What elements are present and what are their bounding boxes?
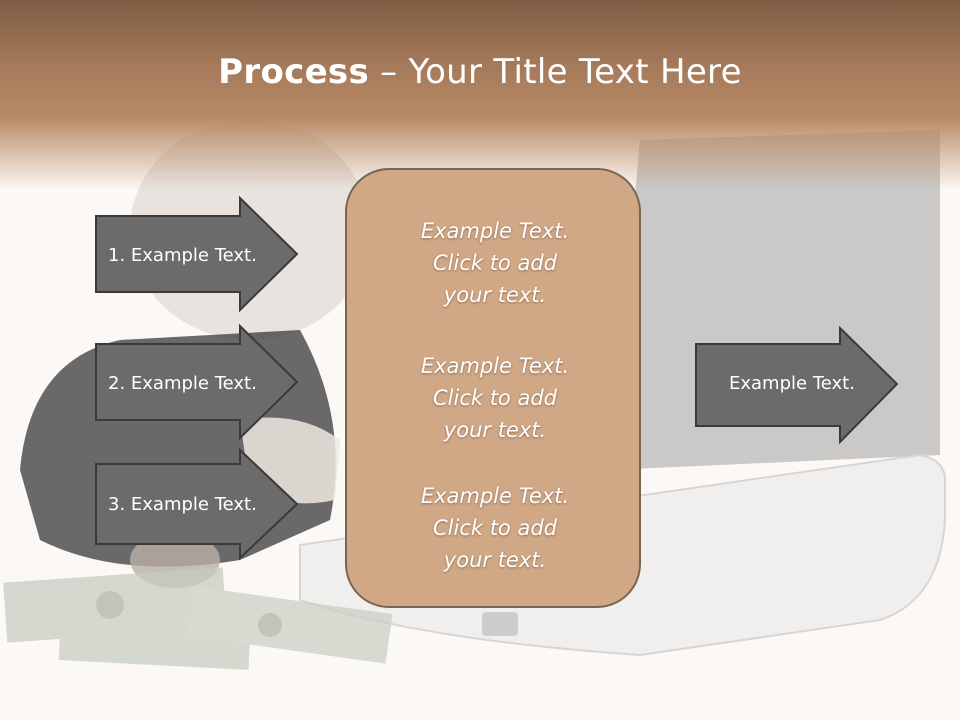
left-arrow-2-label: 2. Example Text. <box>108 373 257 394</box>
left-arrow-3[interactable] <box>94 448 300 564</box>
slide-title: Process – Your Title Text Here <box>0 52 960 92</box>
left-arrow-3-label: 3. Example Text. <box>108 494 257 515</box>
title-bold: Process <box>218 52 370 92</box>
title-banner <box>0 0 960 190</box>
center-item-2-line1: Example Text. <box>420 354 570 378</box>
laptop-port <box>482 612 518 636</box>
center-item-2-line2: Click to add <box>432 386 557 410</box>
left-arrow-2[interactable] <box>94 324 300 440</box>
center-text-box[interactable]: Example Text. Click to add your text. Ex… <box>345 168 641 608</box>
center-item-2[interactable]: Example Text. Click to add your text. <box>347 350 643 446</box>
center-item-1-line2: Click to add <box>432 251 557 275</box>
center-item-1[interactable]: Example Text. Click to add your text. <box>347 215 643 311</box>
right-arrow[interactable] <box>694 326 900 444</box>
center-item-1-line1: Example Text. <box>420 219 570 243</box>
center-item-1-line3: your text. <box>443 283 547 307</box>
title-rest: – Your Title Text Here <box>369 52 742 92</box>
center-item-3-line3: your text. <box>443 548 547 572</box>
center-item-2-line3: your text. <box>443 418 547 442</box>
left-arrow-1-label: 1. Example Text. <box>108 245 257 266</box>
money-bills <box>3 567 393 670</box>
left-arrow-1[interactable] <box>94 196 300 312</box>
right-arrow-label: Example Text. <box>729 373 855 394</box>
center-item-3[interactable]: Example Text. Click to add your text. <box>347 480 643 576</box>
center-item-3-line1: Example Text. <box>420 484 570 508</box>
center-item-3-line2: Click to add <box>432 516 557 540</box>
